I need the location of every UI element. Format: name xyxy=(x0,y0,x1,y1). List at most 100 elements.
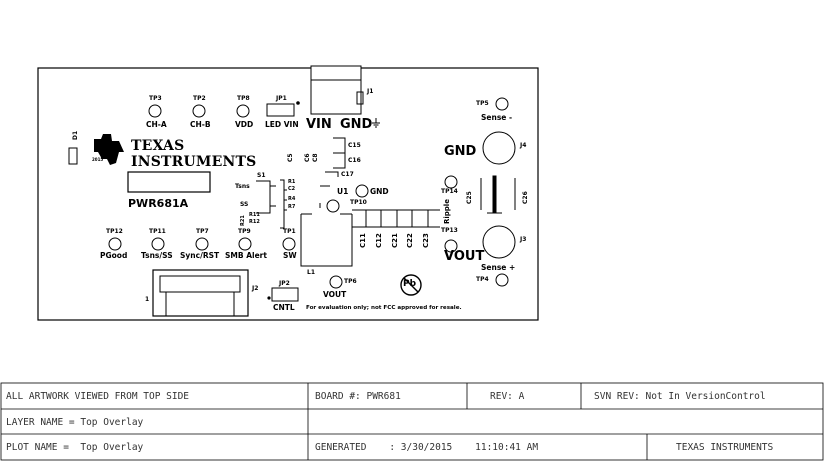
c26-ref: C26 xyxy=(522,191,529,204)
tp9-name: SMB Alert xyxy=(225,251,267,260)
tp6-pad xyxy=(329,275,343,289)
c6-ref: C6 xyxy=(304,153,311,162)
tp8-ref: TP8 xyxy=(237,95,250,102)
c21-ref: C21 xyxy=(391,233,399,248)
tp3-pad xyxy=(148,104,162,118)
tp6-name: VOUT xyxy=(323,290,347,299)
tp3-name: CH-A xyxy=(146,120,167,129)
connector-j2 xyxy=(152,269,249,317)
tp4-pad xyxy=(495,273,509,287)
j2-ref: J2 xyxy=(252,285,259,292)
c5-ref: C5 xyxy=(287,153,294,162)
ti-logo-mark xyxy=(94,134,124,165)
logo-instruments: INSTRUMENTS xyxy=(131,154,257,170)
layer-name: LAYER NAME = Top Overlay xyxy=(6,417,144,428)
board-number: BOARD #: PWR681 xyxy=(315,391,401,402)
tp1-name: SW xyxy=(283,251,297,260)
jp1-ref: JP1 xyxy=(276,95,287,102)
gnd-j4-label: GND xyxy=(444,144,477,159)
r7-ref: R7 xyxy=(288,204,296,210)
jumper-jp1 xyxy=(266,103,295,117)
tp4-name: Sense + xyxy=(481,263,516,272)
c15-ref: C15 xyxy=(348,142,361,149)
tp11-ref: TP11 xyxy=(149,228,166,235)
tp2-name: CH-B xyxy=(190,120,211,129)
r21-ref: R21 xyxy=(240,215,246,226)
c2-ref: C2 xyxy=(288,186,296,192)
u1-ref: U1 xyxy=(337,187,349,196)
vin-label: VIN xyxy=(306,117,332,132)
tp9-pad xyxy=(238,237,252,251)
ss-label: SS xyxy=(240,201,249,208)
tp7-name: Sync/RST xyxy=(180,251,220,260)
c22-ref: C22 xyxy=(406,233,414,248)
artwork-note: ALL ARTWORK VIEWED FROM TOP SIDE xyxy=(6,391,190,402)
r12-ref: R12 xyxy=(249,219,260,225)
tsns-label: Tsns xyxy=(235,183,250,190)
tp14-pad xyxy=(444,175,458,189)
tp8-name: VDD xyxy=(235,120,254,129)
plot-name: PLOT NAME = Top Overlay xyxy=(6,442,144,453)
switch-s1 xyxy=(256,180,276,214)
tp12-name: PGood xyxy=(100,251,128,260)
tp1-ref: TP1 xyxy=(283,228,296,235)
c25-ref: C25 xyxy=(466,191,473,204)
tp10-pad xyxy=(326,199,340,213)
output-cap-bank xyxy=(352,209,440,228)
c8-ref: C8 xyxy=(312,153,319,162)
board-name-box xyxy=(127,171,211,193)
cap-c15-c16 xyxy=(333,137,346,169)
j4-ref: J4 xyxy=(520,142,527,149)
gnd-u1-label: GND xyxy=(370,187,389,196)
tp4-ref: TP4 xyxy=(476,276,489,283)
tp2-pad xyxy=(192,104,206,118)
c17-ref: C17 xyxy=(341,171,354,178)
r11-ref: R11 xyxy=(249,212,260,218)
tp13-pad xyxy=(444,239,458,253)
j3-ref: J3 xyxy=(520,236,527,243)
revision: REV: A xyxy=(490,391,525,402)
svn-revision: SVN REV: Not In VersionControl xyxy=(594,391,766,402)
tp5-pad xyxy=(495,97,509,111)
ripple-label: Ripple xyxy=(443,199,451,224)
jp2-name: CNTL xyxy=(273,303,295,312)
vout-main-label: VOUT xyxy=(444,249,485,264)
c11-ref: C11 xyxy=(359,233,367,248)
tp7-ref: TP7 xyxy=(196,228,209,235)
tp10-ref: TP10 xyxy=(350,199,367,206)
c16-ref: C16 xyxy=(348,157,361,164)
d1-ref: D1 xyxy=(72,130,79,140)
pb-label: Pb xyxy=(403,279,417,289)
generated-timestamp: GENERATED : 3/30/2015 11:10:41 AM xyxy=(315,442,539,453)
tp14-ref: TP14 xyxy=(441,188,458,195)
board-name: PWR681A xyxy=(128,197,189,210)
tp9-ref: TP9 xyxy=(238,228,251,235)
tp13-ref: TP13 xyxy=(441,227,458,234)
tp1-pad xyxy=(282,237,296,251)
logo-year: 2015 xyxy=(92,157,104,162)
diode-d1 xyxy=(68,147,78,165)
logo-texas: TEXAS xyxy=(131,138,185,154)
s1-ref: S1 xyxy=(257,172,266,179)
board-outline xyxy=(37,67,539,321)
tp11-pad xyxy=(151,237,165,251)
gnd-top-label: GND xyxy=(340,117,373,132)
connector-j4 xyxy=(482,131,516,165)
l1-ref: L1 xyxy=(307,269,315,276)
jumper-jp2 xyxy=(271,287,299,302)
disclaimer-text: For evaluation only; not FCC approved fo… xyxy=(306,305,462,311)
tp2-ref: TP2 xyxy=(193,95,206,102)
j1-ref: J1 xyxy=(367,88,374,95)
cap-c17 xyxy=(325,171,339,177)
j2-pin1: 1 xyxy=(145,296,150,303)
ground-symbol xyxy=(372,118,380,128)
resistor-stack xyxy=(280,179,287,229)
tp12-ref: TP12 xyxy=(106,228,123,235)
cap-c25-c26 xyxy=(480,175,516,214)
ic-u1 xyxy=(319,184,369,208)
jp2-ref: JP2 xyxy=(279,280,290,287)
c23-ref: C23 xyxy=(422,233,430,248)
c12-ref: C12 xyxy=(375,233,383,248)
pb-free-symbol xyxy=(400,274,422,296)
